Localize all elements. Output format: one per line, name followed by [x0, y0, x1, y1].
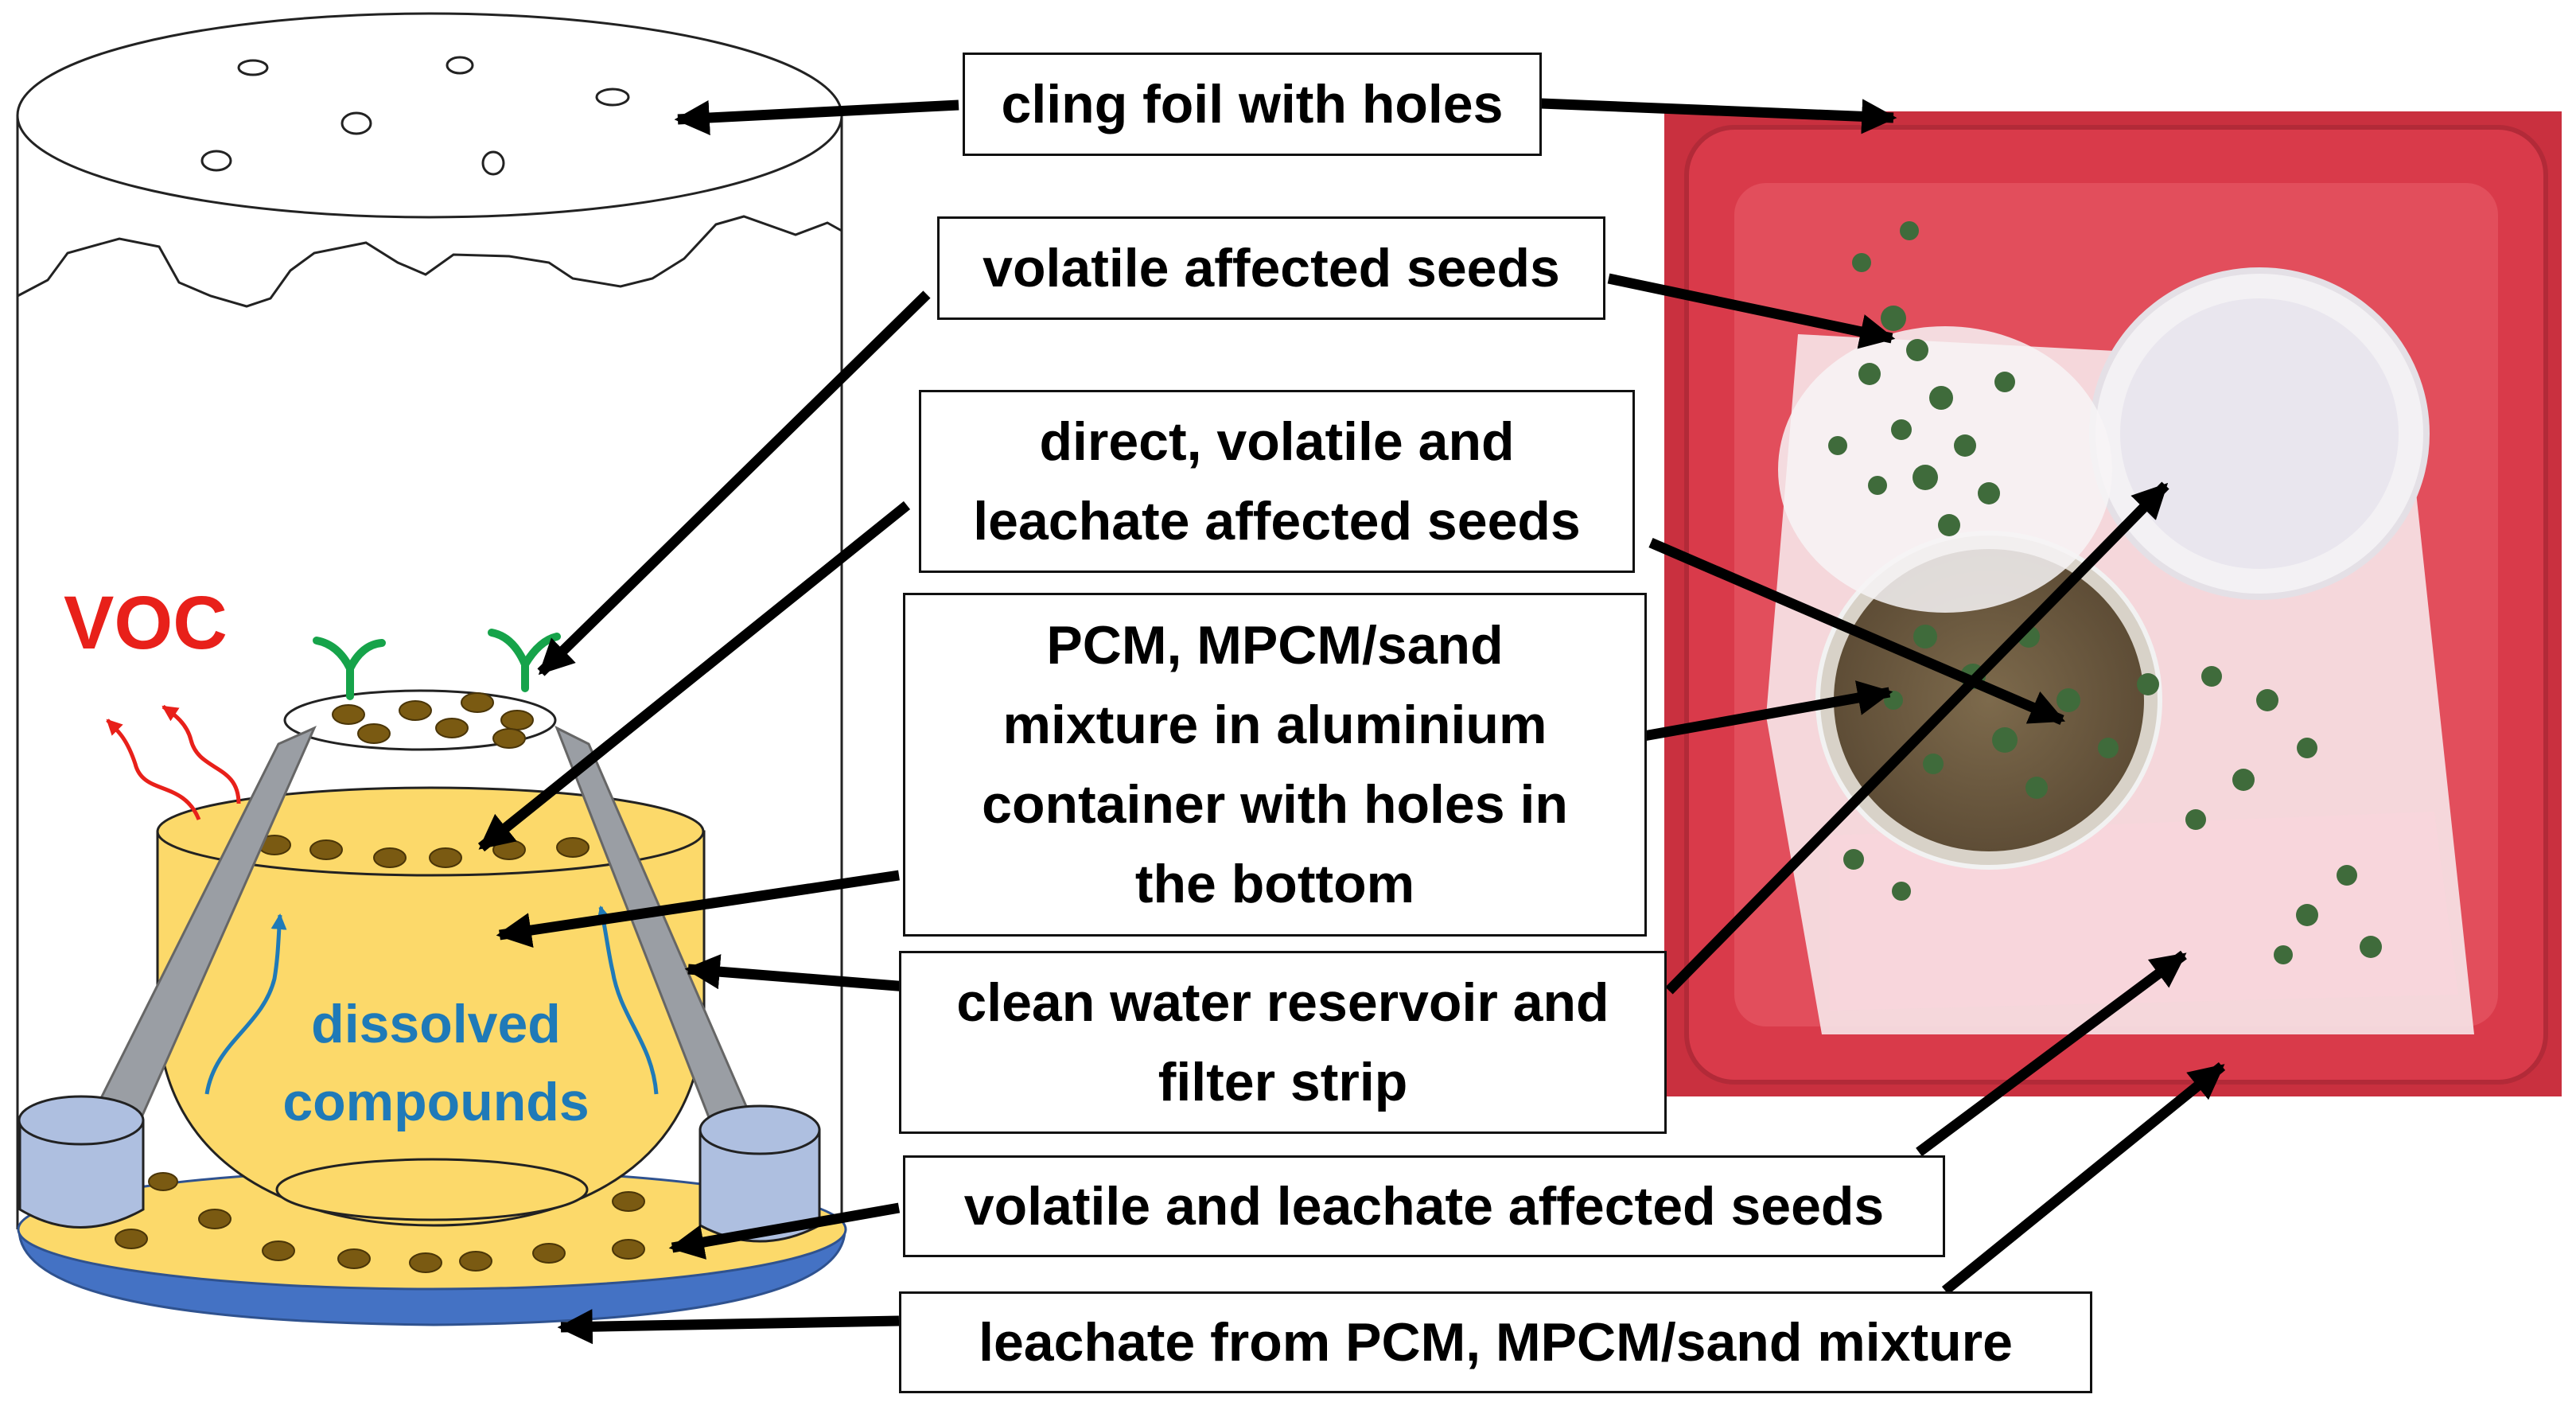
arrow-vl-right	[1916, 950, 2187, 1157]
label-pcm-mixture: PCM, MPCM/sand mixture in aluminium cont…	[903, 593, 1647, 937]
voc-arrows	[106, 704, 241, 820]
arrow-direct-left	[477, 500, 911, 852]
voc-label: VOC	[64, 581, 228, 665]
arrow-vl-left	[668, 1202, 901, 1260]
arrow-leachate-right	[1941, 1061, 2226, 1295]
label-clean-water: clean water reservoir and filter strip	[899, 951, 1667, 1134]
foil-holes	[200, 56, 630, 176]
arrow-leachate-left	[557, 1309, 900, 1345]
label-volatile-seeds: volatile affected seeds	[937, 216, 1605, 320]
dissolved-arrows	[204, 906, 659, 1095]
label-leachate: leachate from PCM, MPCM/sand mixture	[899, 1291, 2092, 1393]
setup-photo	[1664, 111, 2562, 1096]
water-reservoir-left	[18, 1095, 145, 1229]
pointer-arrows	[477, 98, 2226, 1345]
arrow-pcm-right	[1633, 680, 1893, 743]
foil-edge	[17, 215, 842, 308]
arrow-foil-right	[1540, 98, 1897, 134]
dissolved-compounds-line2: compounds	[282, 1072, 589, 1132]
arrow-volatile-right	[1607, 273, 1896, 349]
dissolved-compounds-line1: dissolved	[311, 994, 561, 1054]
soil-mixture	[1834, 549, 2144, 851]
upper-plate-seeds	[332, 692, 534, 749]
arrow-water-left	[684, 954, 908, 992]
plate-seeds	[115, 1172, 645, 1273]
label-volatile-leachate: volatile and leachate affected seeds	[903, 1155, 1945, 1257]
arrow-pcm-left	[496, 870, 900, 948]
arrow-volatile-left	[537, 290, 931, 676]
jar-schematic: VOC dissolved compounds	[16, 12, 847, 1326]
arrow-foil-left	[674, 99, 959, 136]
water-reservoir-right	[698, 1104, 821, 1243]
seedlings	[1828, 221, 2382, 964]
label-cling-foil: cling foil with holes	[963, 53, 1542, 156]
label-direct-volatile-leachate: direct, volatile and leachate affected s…	[919, 390, 1635, 573]
arrow-direct-right	[1648, 538, 2066, 725]
sprouts	[313, 629, 561, 700]
arrow-water-right	[1665, 481, 2169, 995]
